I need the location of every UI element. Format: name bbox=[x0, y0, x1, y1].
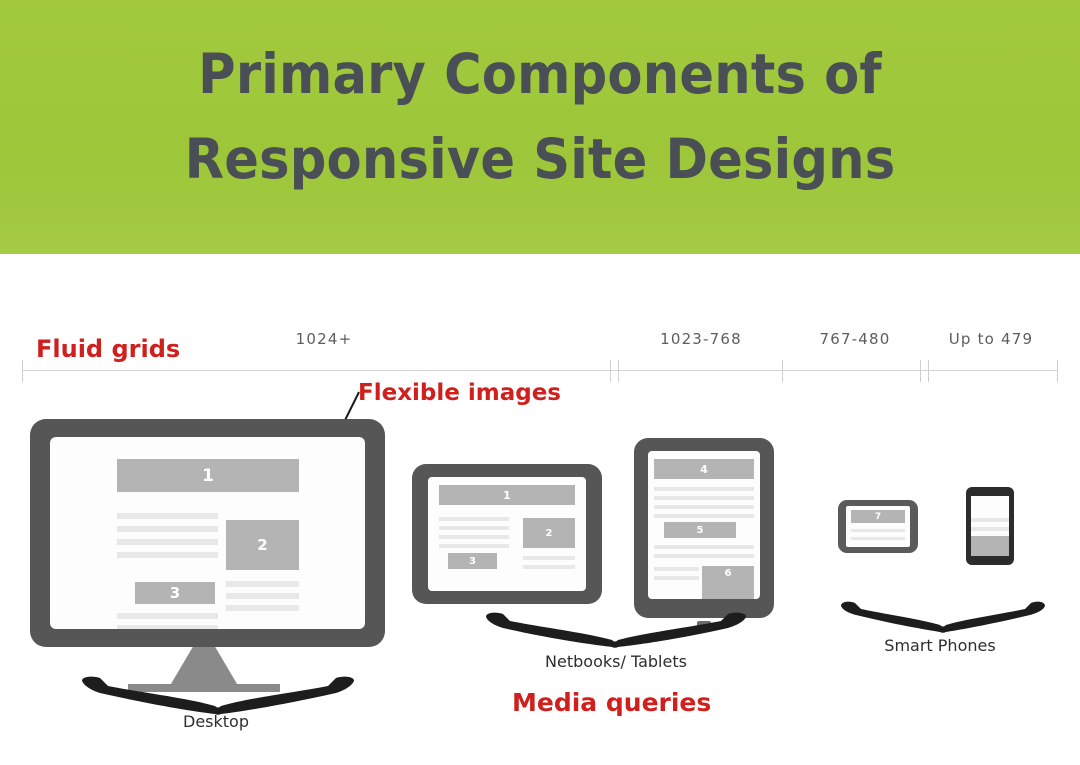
wireframe-text-line bbox=[439, 517, 509, 521]
ruler-tick bbox=[1057, 360, 1058, 382]
wireframe-text-line bbox=[117, 539, 218, 545]
wireframe-text-line bbox=[117, 552, 218, 558]
wireframe-text-line bbox=[117, 513, 218, 519]
ruler-baseline bbox=[22, 370, 1057, 371]
block-number-label: 2 bbox=[257, 536, 268, 554]
desktop-monitor: 1 2 3 bbox=[30, 419, 385, 647]
ruler-tick bbox=[22, 360, 23, 382]
wireframe-text-line bbox=[226, 581, 299, 587]
tablet-landscape-screen: 1 2 3 bbox=[428, 477, 586, 591]
wireframe-block-6: 6 bbox=[702, 566, 754, 599]
tablet-landscape: 1 2 3 bbox=[412, 464, 602, 604]
ruler-label-767-480: 767-480 bbox=[819, 330, 891, 348]
wireframe-text-line bbox=[226, 593, 299, 599]
breakpoint-ruler: 1024+ 1023-768 767-480 Up to 479 bbox=[0, 330, 1080, 382]
ruler-tick bbox=[618, 360, 619, 382]
page-title-line2: Responsive Site Designs bbox=[184, 127, 896, 191]
wireframe-text-line bbox=[654, 576, 699, 580]
wireframe-block-5: 5 bbox=[664, 522, 736, 538]
wireframe-text-line bbox=[654, 505, 754, 509]
ruler-tick bbox=[782, 360, 783, 382]
block-number-label: 3 bbox=[469, 555, 476, 567]
wireframe-block-1: 1 bbox=[117, 459, 299, 492]
wireframe-text-line bbox=[654, 567, 699, 571]
wireframe-text-line bbox=[117, 625, 218, 629]
ruler-tick bbox=[928, 360, 929, 382]
wireframe-block-3: 3 bbox=[448, 553, 497, 569]
annotation-flexible-images: Flexible images bbox=[358, 380, 561, 406]
wireframe-text-line bbox=[851, 529, 905, 532]
desktop-base-swoosh bbox=[82, 676, 354, 715]
page-title-line1: Primary Components of bbox=[198, 42, 882, 106]
block-number-label: 6 bbox=[724, 568, 732, 579]
desktop-stand-plate bbox=[128, 684, 280, 692]
block-number-label: 1 bbox=[503, 488, 511, 502]
block-number-label: 7 bbox=[874, 511, 882, 522]
wireframe-text-line bbox=[654, 496, 754, 500]
wireframe-text-line bbox=[117, 526, 218, 532]
wireframe-block-2: 2 bbox=[226, 520, 299, 570]
phone-portrait-screen bbox=[971, 496, 1009, 556]
phone-landscape-screen: 7 bbox=[846, 506, 910, 547]
wireframe-text-line bbox=[439, 535, 509, 539]
wireframe-block-7: 7 bbox=[851, 510, 905, 523]
wireframe-text-line bbox=[654, 514, 754, 518]
wireframe-text-line bbox=[971, 518, 1009, 522]
phone-landscape: 7 bbox=[838, 500, 918, 553]
phone-portrait bbox=[966, 487, 1014, 565]
block-number-label bbox=[971, 536, 1009, 556]
ruler-label-up-to-479: Up to 479 bbox=[948, 330, 1034, 348]
ruler-label-1023-768: 1023-768 bbox=[660, 330, 742, 348]
block-number-label: 4 bbox=[700, 462, 708, 476]
wireframe-text-line bbox=[654, 545, 754, 549]
caption-smart-phones: Smart Phones bbox=[884, 636, 996, 655]
tablets-base-swoosh bbox=[486, 612, 746, 648]
ruler-label-1024: 1024+ bbox=[295, 330, 353, 348]
wireframe-block-3: 3 bbox=[135, 582, 215, 604]
wireframe-block-2: 2 bbox=[523, 518, 575, 548]
wireframe-text-line bbox=[226, 605, 299, 611]
ruler-tick bbox=[610, 360, 611, 382]
wireframe-block-4: 4 bbox=[654, 459, 754, 479]
caption-netbooks-tablets: Netbooks/ Tablets bbox=[545, 652, 687, 671]
wireframe-text-line bbox=[117, 613, 218, 619]
wireframe-text-line bbox=[523, 556, 575, 560]
tablet-portrait: 4 5 6 bbox=[634, 438, 774, 618]
wireframe-block-phone bbox=[971, 536, 1009, 556]
block-number-label: 3 bbox=[169, 584, 181, 602]
phones-base-swoosh bbox=[841, 601, 1045, 633]
header-band: Primary Components of Responsive Site De… bbox=[0, 0, 1080, 254]
block-number-label: 1 bbox=[202, 465, 214, 486]
wireframe-text-line bbox=[439, 544, 509, 548]
ruler-tick bbox=[920, 360, 921, 382]
wireframe-text-line bbox=[971, 527, 1009, 531]
annotation-fluid-grids: Fluid grids bbox=[36, 335, 181, 363]
tablet-portrait-screen: 4 5 6 bbox=[648, 451, 760, 599]
wireframe-block-1: 1 bbox=[439, 485, 575, 505]
wireframe-text-line bbox=[654, 554, 754, 558]
wireframe-text-line bbox=[654, 487, 754, 491]
block-number-label: 5 bbox=[696, 524, 704, 536]
wireframe-text-line bbox=[523, 565, 575, 569]
wireframe-text-line bbox=[851, 537, 905, 540]
desktop-screen: 1 2 3 bbox=[50, 437, 365, 629]
annotation-media-queries: Media queries bbox=[512, 688, 712, 717]
wireframe-text-line bbox=[439, 526, 509, 530]
block-number-label: 2 bbox=[545, 527, 553, 539]
caption-desktop: Desktop bbox=[183, 712, 249, 731]
